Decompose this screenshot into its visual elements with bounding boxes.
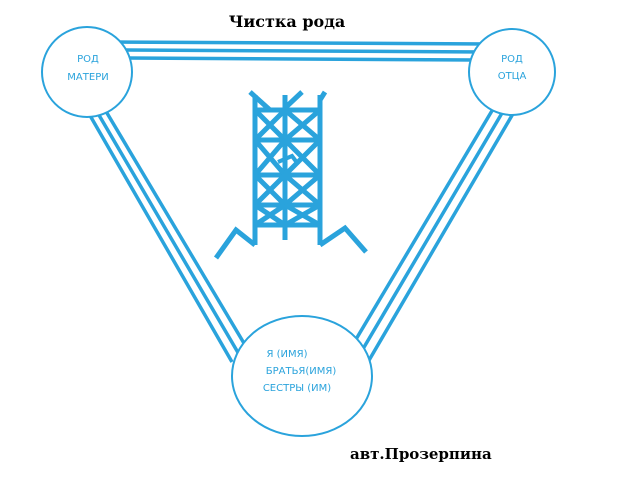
connector-mother-self — [86, 107, 250, 363]
node-self-label-line3: СЕСТРЫ (ИМ) — [263, 383, 331, 394]
node-father-lineage: РОД ОТЦА — [468, 28, 556, 116]
connector-father-self — [350, 103, 516, 363]
node-self-label-line1: Я (ИМЯ) — [267, 349, 308, 360]
node-father-label-line1: РОД — [501, 54, 523, 65]
node-mother-label-line2: МАТЕРИ — [67, 72, 108, 83]
node-mother-lineage: РОД МАТЕРИ — [41, 26, 133, 118]
diagram-title: Чистка рода — [229, 12, 346, 31]
stave-rune-icon — [213, 90, 368, 260]
connector-mother-father — [114, 40, 491, 62]
author-credit: авт.Прозерпина — [350, 445, 492, 463]
node-father-label-line2: ОТЦА — [498, 71, 527, 82]
node-self-label-line2: БРАТЬЯ(ИМЯ) — [266, 366, 337, 377]
node-self-siblings: Я (ИМЯ) БРАТЬЯ(ИМЯ) СЕСТРЫ (ИМ) — [231, 315, 373, 437]
node-mother-label-line1: РОД — [77, 54, 99, 65]
